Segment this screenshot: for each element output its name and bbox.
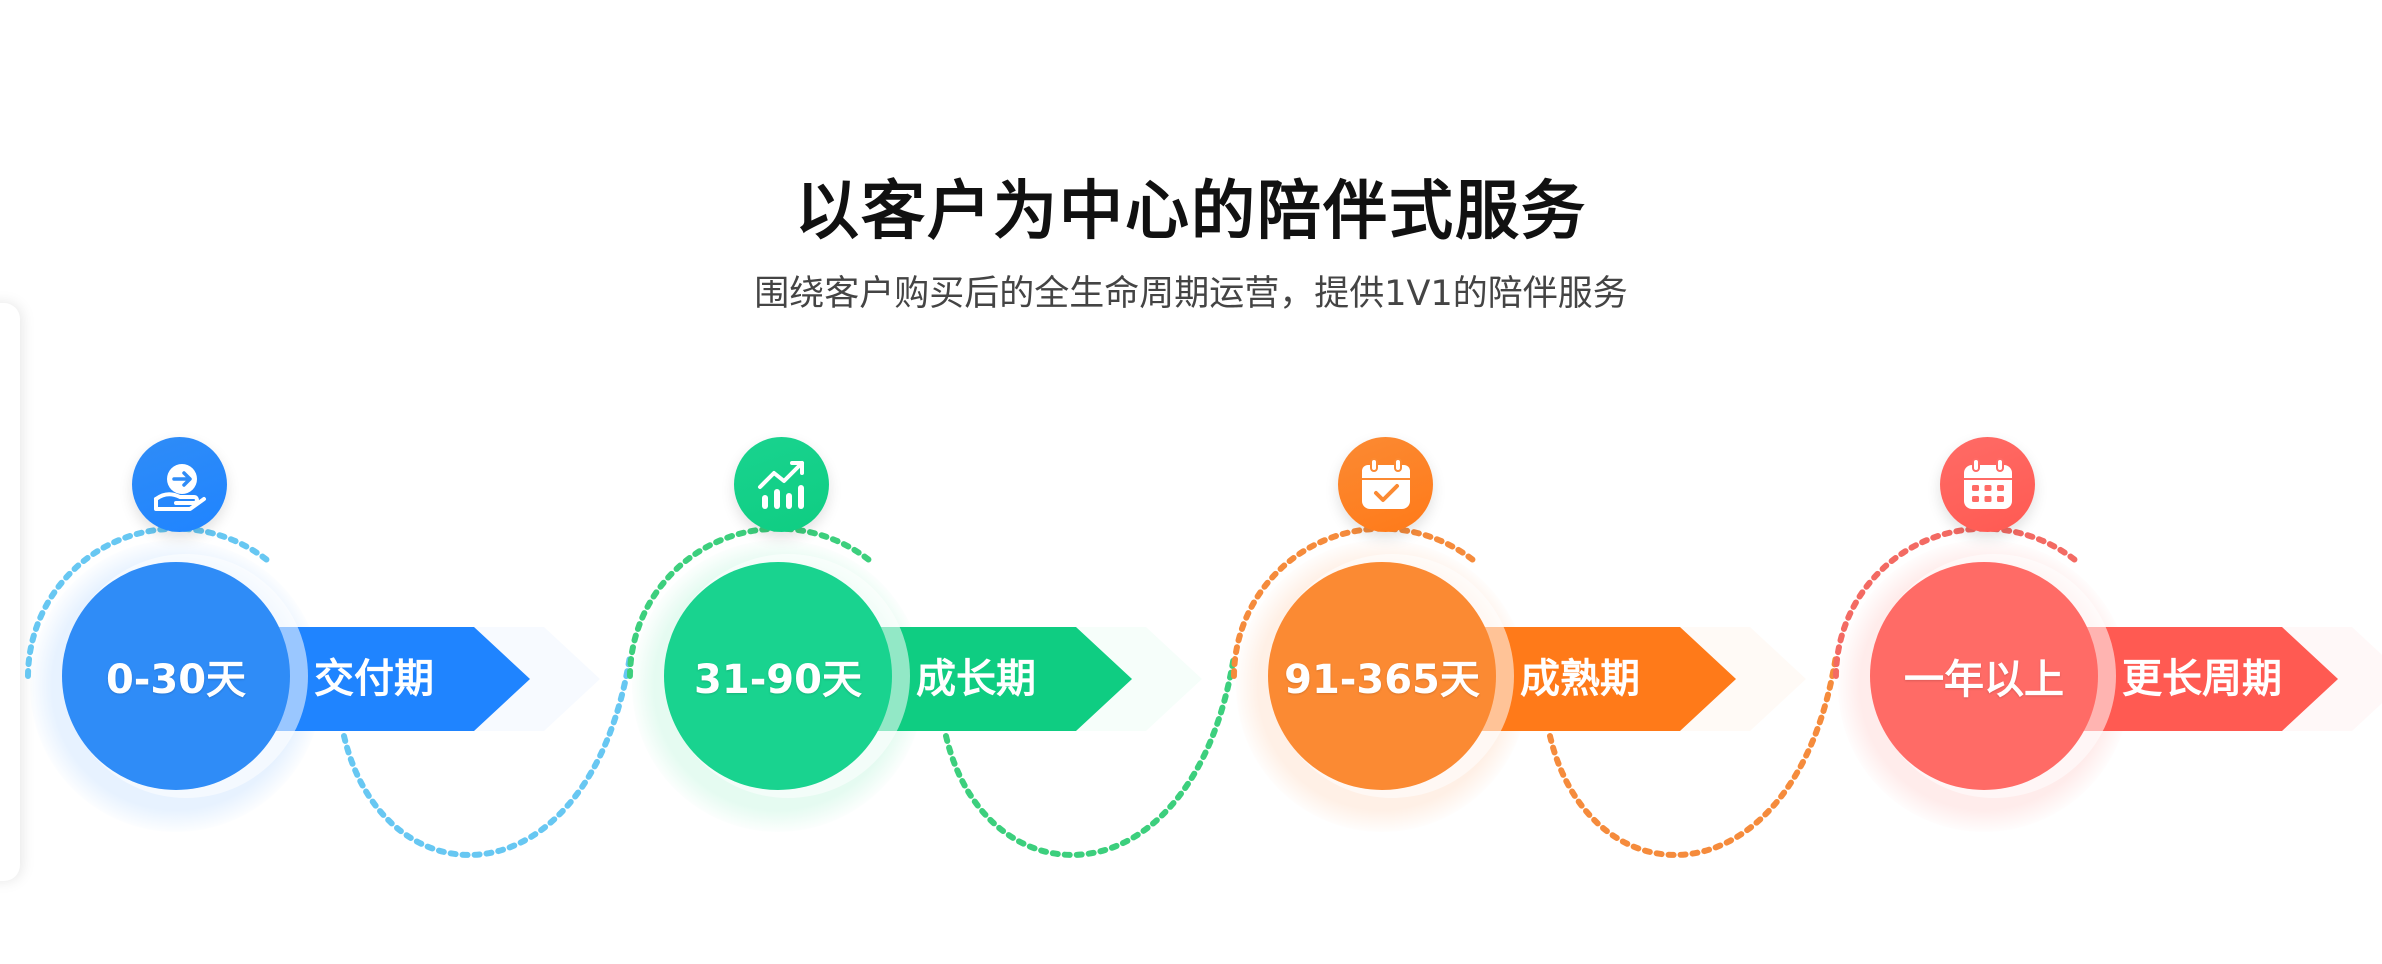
stage-growth: 31-90天 成长期 <box>602 0 1202 964</box>
duration-label: 31-90天 <box>694 657 862 703</box>
stage-mature: 91-365天 成熟期 <box>1206 0 1806 964</box>
calendar-grid-icon <box>1940 437 2035 532</box>
duration-label: 一年以上 <box>1904 657 2064 703</box>
phase-label: 成长期 <box>916 656 1036 702</box>
duration-circle: 31-90天 <box>664 562 892 790</box>
phase-label: 成熟期 <box>1520 656 1640 702</box>
phase-arrow <box>852 627 1132 731</box>
duration-circle: 0-30天 <box>62 562 290 790</box>
calendar-check-icon <box>1338 437 1433 532</box>
phase-arrow <box>250 627 530 731</box>
duration-label: 91-365天 <box>1284 657 1480 703</box>
stage-delivery: 0-30天 交付期 <box>0 0 600 964</box>
duration-circle: 一年以上 <box>1870 562 2098 790</box>
phase-label: 交付期 <box>314 656 434 702</box>
phase-arrow <box>1456 627 1736 731</box>
hand-arrow-icon <box>132 437 227 532</box>
phase-label: 更长周期 <box>2122 656 2282 702</box>
duration-circle: 91-365天 <box>1268 562 1496 790</box>
side-panel <box>0 303 20 881</box>
growth-chart-icon <box>734 437 829 532</box>
duration-label: 0-30天 <box>105 657 247 703</box>
page-subtitle: 围绕客户购买后的全生命周期运营，提供1V1的陪伴服务 <box>754 274 1628 314</box>
page-title: 以客户为中心的陪伴式服务 <box>795 175 1587 249</box>
stage-long-term: 一年以上 更长周期 <box>1808 0 2382 964</box>
phase-arrow <box>2058 627 2338 731</box>
